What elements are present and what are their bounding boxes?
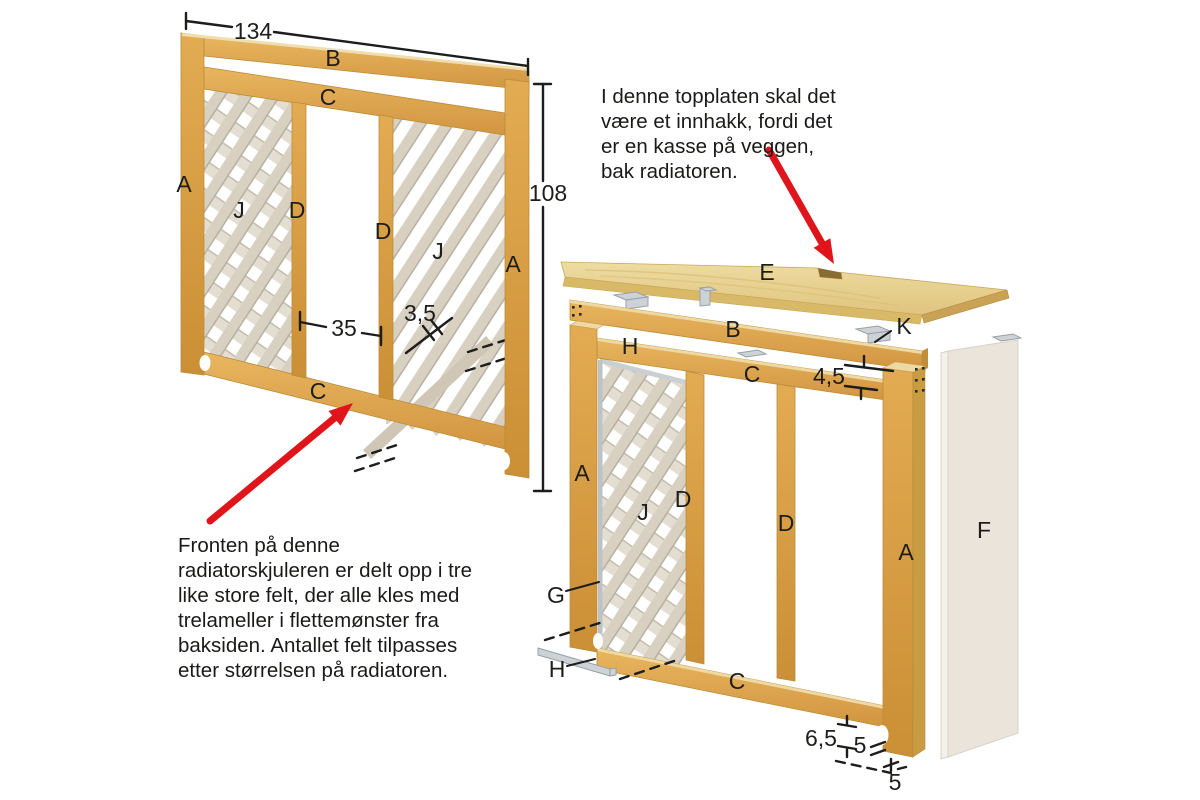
label-B: B — [325, 45, 340, 71]
batten-D1-3d — [685, 370, 705, 665]
foot-notch — [875, 725, 889, 745]
bracket-icon — [736, 349, 768, 358]
note-line: I denne topplaten skal det — [601, 85, 836, 108]
label-6-5: 6,5 — [805, 725, 837, 751]
note-line: Fronten på denne — [178, 534, 340, 557]
dimension-lines-front — [184, 11, 553, 493]
label-D: D — [778, 510, 795, 536]
left-post-A-3d — [569, 324, 598, 653]
label-E: E — [759, 259, 774, 285]
label-134: 134 — [234, 18, 273, 44]
right-post-A — [504, 78, 530, 479]
label-A: A — [574, 460, 590, 486]
label-J: J — [432, 238, 444, 264]
lattice-panel-left — [192, 74, 303, 382]
label-H: H — [622, 333, 639, 359]
label-A: A — [898, 539, 914, 565]
note-line: etter størrelsen på radiatoren. — [178, 659, 449, 682]
note-line: radiatorskjuleren er delt opp i tre — [178, 559, 472, 582]
alu-strip-side-G — [598, 360, 603, 648]
label-4-5: 4,5 — [813, 363, 845, 389]
note-line: baksiden. Antallet felt tilpasses — [178, 634, 458, 657]
note-line: trelameller i flettemønster fra — [178, 609, 439, 632]
dimension-lines-exploded — [565, 330, 908, 775]
lattice-panel-right — [353, 105, 514, 473]
label-108: 108 — [529, 180, 567, 206]
batten-D1 — [291, 101, 307, 379]
lattice-panel-3d — [598, 358, 686, 667]
note-line: være et innhakk, fordi det — [601, 110, 833, 133]
label-K: K — [896, 313, 912, 339]
label-J: J — [233, 197, 245, 223]
label-F: F — [977, 517, 991, 543]
exploded-view — [537, 261, 1023, 775]
label-C: C — [729, 668, 746, 694]
label-D: D — [375, 218, 392, 244]
batten-D2-3d — [776, 383, 796, 682]
label-G: G — [547, 582, 565, 608]
side-panel-F — [940, 333, 1023, 760]
label-5: 5 — [854, 732, 867, 758]
top-plate-E — [560, 261, 1010, 325]
alu-strip-detached-H — [537, 619, 682, 681]
label-C: C — [310, 378, 327, 404]
label-H: H — [549, 656, 566, 682]
red-arrow-bottom — [206, 403, 353, 525]
note-line: like store felt, der alle kles med — [178, 584, 460, 607]
front-view — [180, 11, 553, 493]
label-A: A — [505, 251, 521, 277]
left-post-A — [180, 32, 205, 376]
label-J: J — [637, 499, 649, 525]
label-B: B — [725, 316, 740, 342]
bracket-icon — [867, 330, 891, 344]
red-arrow-top — [765, 146, 834, 264]
label-D: D — [289, 197, 306, 223]
alu-strip-top-H — [600, 358, 686, 385]
note-line: bak radiatoren. — [601, 160, 738, 183]
foot-notch — [593, 633, 603, 649]
note-line: er en kasse på veggen, — [601, 135, 815, 158]
bracket-icon — [991, 333, 1023, 342]
screw-marks — [572, 305, 582, 317]
label-C: C — [744, 361, 761, 387]
label-5: 5 — [889, 769, 902, 795]
foot-notch — [199, 355, 211, 371]
label-3-5: 3,5 — [404, 300, 436, 326]
screw-marks — [915, 367, 925, 393]
bracket-icon — [698, 286, 718, 292]
foot-notch — [498, 452, 510, 470]
loose-weave-slat — [363, 336, 494, 459]
bracket-icon — [625, 296, 649, 310]
label-A: A — [176, 171, 192, 197]
notch-cutout — [818, 268, 842, 279]
label-C: C — [320, 84, 337, 110]
label-D: D — [675, 486, 692, 512]
batten-D2 — [378, 114, 394, 401]
label-35: 35 — [331, 315, 357, 341]
